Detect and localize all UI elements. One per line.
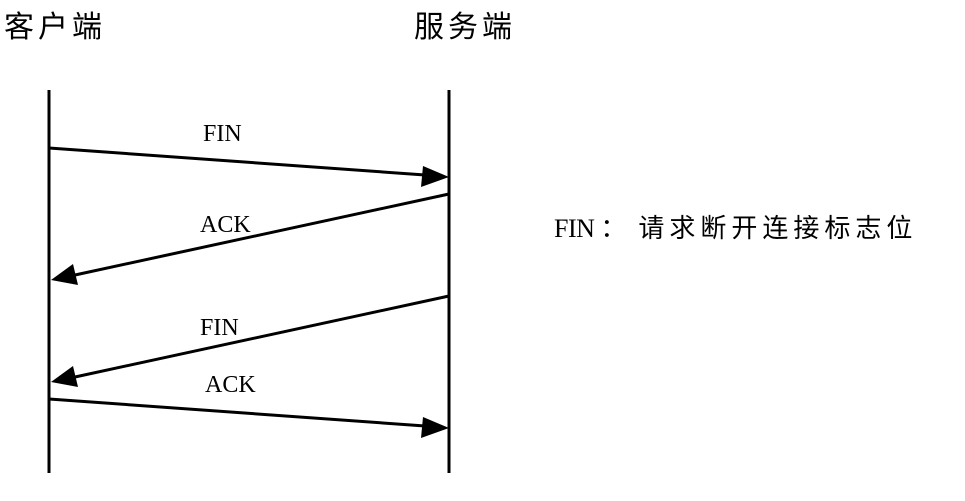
server-title: 服务端 — [414, 10, 516, 45]
ack-arrow-1-line — [74, 192, 450, 277]
fin-arrow-2-head — [51, 366, 78, 387]
fin-arrow-1-line — [48, 146, 426, 177]
fin-arrow-2-line — [74, 294, 450, 379]
ack-arrow-1-head — [51, 264, 78, 285]
fin-label-2: FIN — [200, 315, 239, 341]
ack-label-2: ACK — [205, 372, 256, 398]
legend: FIN： 请求断开连接标志位 — [554, 208, 917, 245]
fin-arrow-1-head — [421, 166, 449, 187]
ack-arrow-2-line — [48, 397, 426, 428]
legend-separator: ： — [600, 214, 627, 244]
client-title: 客户端 — [4, 10, 106, 45]
ack-arrow-2-head — [421, 417, 449, 438]
legend-key: FIN — [554, 214, 595, 243]
ack-label-1: ACK — [200, 212, 251, 238]
fin-label-1: FIN — [203, 121, 242, 147]
legend-description: 请求断开连接标志位 — [638, 214, 918, 244]
